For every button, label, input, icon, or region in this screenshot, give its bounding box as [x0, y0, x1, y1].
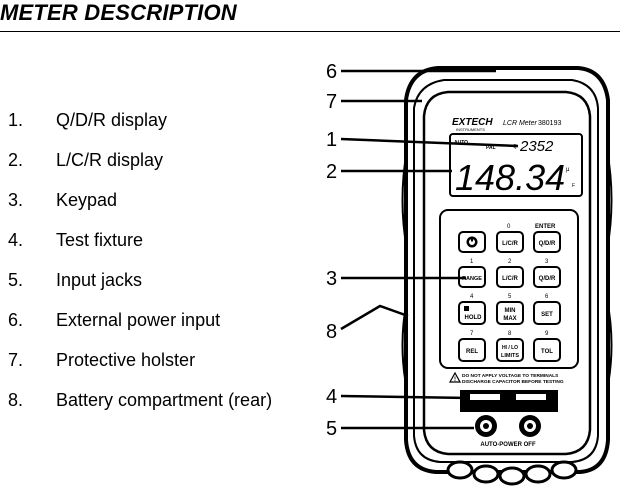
limits-label-1: HI / LO [502, 345, 518, 351]
lcr-button-2[interactable]: L/C/R [496, 266, 524, 288]
min-max-button[interactable]: MIN MAX [496, 301, 524, 325]
input-jack-right[interactable] [519, 415, 541, 437]
qdr-readout: 2352 [519, 138, 554, 155]
meter-model-number: 380193 [538, 120, 561, 127]
callout-3: 3 [326, 268, 337, 290]
tol-button[interactable]: TOL [533, 338, 561, 362]
holster-inner-edge [413, 79, 599, 463]
lcd-display [449, 133, 583, 197]
list-item: 6. External power input [8, 310, 220, 331]
qdr-button-label: Q/D/R [539, 241, 556, 247]
item-number: 3. [8, 190, 24, 210]
fixture-slot-left [470, 394, 500, 400]
item-number: 8. [8, 390, 24, 410]
callout-leaders [340, 69, 519, 430]
callout-1: 1 [326, 129, 337, 151]
list-item: 4. Test fixture [8, 230, 143, 251]
lcr-button-label: L/C/R [502, 276, 518, 282]
callout-4: 4 [326, 386, 337, 408]
item-label: Test fixture [56, 230, 144, 250]
lcd-unit: μ [566, 167, 570, 173]
meter-brand: EXTECH [452, 117, 493, 128]
backlight-icon [464, 306, 469, 311]
power-button[interactable] [458, 231, 486, 253]
hold-button-label: HOLD [465, 315, 483, 321]
callout-5: 5 [326, 418, 337, 440]
limits-button[interactable]: HI / LO LIMITS [496, 338, 524, 362]
list-item: 2. L/C/R display [8, 150, 163, 171]
lcr-readout: 148.34 [455, 157, 565, 198]
key-number: 8 [508, 331, 512, 337]
callout-8: 8 [326, 321, 337, 343]
key-number: 6 [545, 294, 549, 300]
hold-button[interactable]: HOLD [458, 301, 486, 325]
key-number: 1 [470, 259, 474, 265]
key-top-label: 0 [507, 224, 511, 230]
item-number: 4. [8, 230, 24, 250]
list-item: 3. Keypad [8, 190, 117, 211]
min-max-label-2: MAX [503, 316, 516, 322]
item-label: Battery compartment (rear) [56, 390, 273, 410]
item-label: Protective holster [56, 350, 196, 370]
warning-icon: ! [448, 371, 462, 383]
item-number: 6. [8, 310, 24, 330]
lcd-farad: F [572, 183, 575, 189]
rel-button[interactable]: REL [458, 338, 486, 362]
key-number: 2 [508, 259, 512, 265]
key-number: 9 [545, 331, 549, 337]
item-number: 5. [8, 270, 24, 290]
warning-line-2: DISCHARGE CAPACITOR BEFORE TESTING [462, 379, 564, 385]
rel-button-label: REL [466, 349, 478, 355]
auto-power-off-label: AUTO-POWER OFF [480, 442, 536, 448]
min-max-label-1: MIN [505, 308, 516, 314]
list-item: 5. Input jacks [8, 270, 142, 291]
item-label: Keypad [56, 190, 118, 210]
page-title: METER DESCRIPTION [0, 0, 237, 25]
key-number: 7 [470, 331, 474, 337]
item-label: Input jacks [56, 270, 143, 290]
title-divider [0, 31, 620, 32]
list-item: 7. Protective holster [8, 350, 195, 371]
svg-text:!: ! [454, 377, 456, 383]
input-jack-left[interactable] [475, 415, 497, 437]
range-button[interactable]: RANGE [458, 266, 486, 288]
set-button-label: SET [541, 312, 553, 318]
item-number: 2. [8, 150, 24, 170]
set-button[interactable]: SET [533, 301, 561, 325]
qdr-button-2[interactable]: Q/D/R [533, 266, 561, 288]
key-number: 5 [508, 294, 512, 300]
item-label: Q/D/R display [56, 110, 168, 130]
list-item: 8. Battery compartment (rear) [8, 390, 272, 411]
tol-button-label: TOL [541, 349, 553, 355]
list-item: 1. Q/D/R display [8, 110, 167, 131]
key-top-label: ENTER [535, 224, 556, 230]
item-label: External power input [56, 310, 221, 330]
range-button-label: RANGE [462, 276, 482, 282]
meter-brand-sub: INSTRUMENTS [456, 127, 485, 132]
lcr-button[interactable]: L/C/R [496, 231, 524, 253]
qdr-button[interactable]: Q/D/R [533, 231, 561, 253]
item-number: 1. [8, 110, 24, 130]
item-label: L/C/R display [56, 150, 164, 170]
item-number: 7. [8, 350, 24, 370]
lcd-pal: PAL [486, 145, 496, 151]
test-fixture [460, 390, 558, 412]
lcr-button-label: L/C/R [502, 241, 518, 247]
key-number: 4 [470, 294, 474, 300]
callout-7: 7 [326, 91, 337, 113]
callout-2: 2 [326, 161, 337, 183]
meter-model-name: LCR Meter [503, 120, 538, 127]
limits-label-2: LIMITS [501, 353, 519, 359]
key-number: 3 [545, 259, 549, 265]
fixture-slot-right [516, 394, 546, 400]
warning-line-1: DO NOT APPLY VOLTAGE TO TERMINALS [462, 373, 559, 379]
holster-bumps [446, 460, 578, 486]
qdr-button-label: Q/D/R [539, 276, 556, 282]
callout-6: 6 [326, 61, 337, 83]
